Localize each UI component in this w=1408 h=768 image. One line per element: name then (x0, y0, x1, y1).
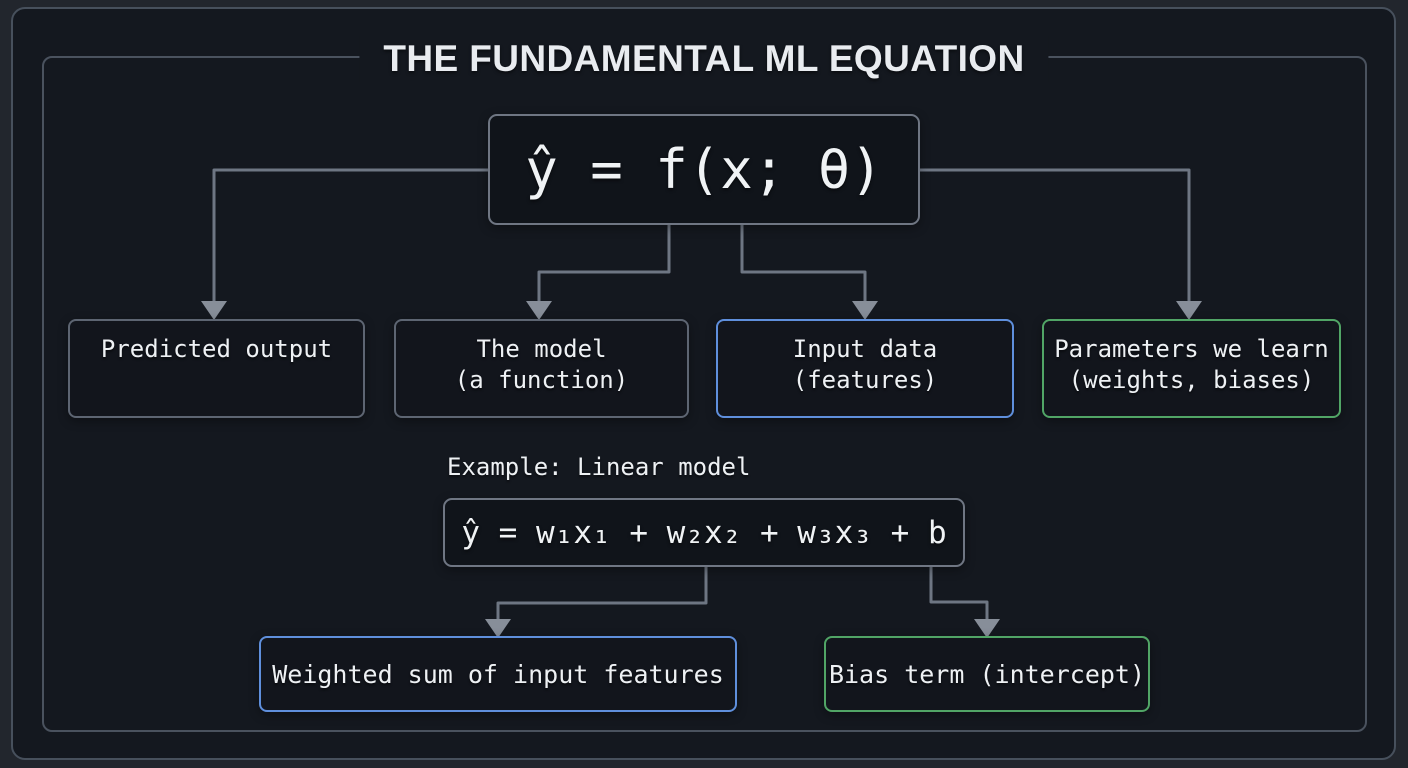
box-label: Predicted output (100, 335, 333, 363)
main-equation-box: ŷ = f(x; θ) (488, 114, 920, 225)
linear-equation-text: ŷ = w₁x₁ + w₂x₂ + w₃x₃ + b (461, 514, 947, 551)
arrowhead-icon (974, 619, 1000, 638)
arrow-to-weighted-sum (496, 564, 708, 620)
box-label: Parameters we learn (1054, 335, 1329, 363)
example-label: Example: Linear model (447, 453, 751, 481)
box-predicted-output: Predicted output (68, 319, 365, 418)
box-label: Bias term (intercept) (828, 659, 1146, 689)
linear-equation-box: ŷ = w₁x₁ + w₂x₂ + w₃x₃ + b (443, 498, 965, 567)
arrowhead-icon (526, 301, 552, 320)
main-equation-text: ŷ = f(x; θ) (525, 138, 883, 201)
arrowhead-icon (1176, 301, 1202, 320)
box-bias-term: Bias term (intercept) (824, 636, 1150, 712)
arrow-to-input-data (740, 223, 867, 302)
arrowhead-icon (485, 619, 511, 638)
box-sublabel: (weights, biases) (1068, 366, 1315, 394)
box-the-model: The model (a function) (394, 319, 689, 418)
box-label: Input data (792, 335, 938, 363)
box-label: Weighted sum of input features (272, 659, 724, 689)
box-weighted-sum: Weighted sum of input features (259, 636, 737, 712)
arrow-to-the-model (537, 223, 671, 302)
box-label: The model (476, 335, 607, 363)
page-title: THE FUNDAMENTAL ML EQUATION (359, 36, 1049, 82)
arrow-to-parameters (919, 168, 1191, 302)
box-parameters: Parameters we learn (weights, biases) (1042, 319, 1341, 418)
arrowhead-icon (201, 301, 227, 320)
arrowhead-icon (852, 301, 878, 320)
arrow-to-bias-term (929, 564, 989, 620)
arrow-to-predicted-output (212, 168, 488, 302)
box-input-data: Input data (features) (716, 319, 1014, 418)
box-sublabel: (a function) (454, 366, 629, 394)
box-sublabel: (features) (792, 366, 938, 394)
